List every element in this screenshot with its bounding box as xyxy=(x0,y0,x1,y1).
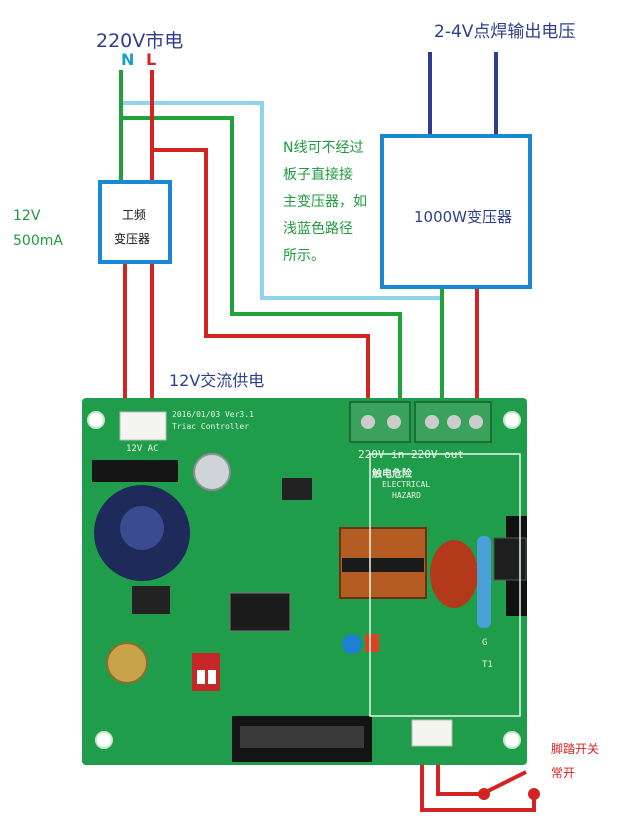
silk-name: Triac Controller xyxy=(172,422,250,431)
note-line-4: 浅蓝色路径 xyxy=(283,221,353,237)
trimmer-pot xyxy=(342,634,362,654)
inductor-bobbin xyxy=(342,558,424,572)
dip-switch-lever xyxy=(208,670,216,684)
spec-voltage-label: 12V xyxy=(13,208,41,224)
neutral-label: N xyxy=(121,50,135,69)
mount-hole-tl xyxy=(87,411,105,429)
silk-12v: 12V AC xyxy=(126,444,159,454)
note-line-1: N线可不经过 xyxy=(283,140,364,156)
terminal-screw xyxy=(361,415,375,429)
pedal-connector xyxy=(411,719,453,747)
silk-220: 220V in 220V out xyxy=(358,448,464,461)
main-transformer-label: 1000W变压器 xyxy=(414,208,513,226)
terminal-screw xyxy=(469,415,483,429)
silk-date: 2016/01/03 Ver3.1 xyxy=(172,410,254,419)
small-transformer-box: 工频 变压器 xyxy=(98,180,172,264)
small-xf-label-1: 工频 xyxy=(122,208,147,222)
terminal-screw xyxy=(447,415,461,429)
silk-g: G xyxy=(482,638,488,648)
pcb-components xyxy=(87,401,527,762)
output-voltage-label: 2-4V点焊输出电压 xyxy=(434,22,576,42)
regulator-ic xyxy=(282,478,312,500)
pedal-switch-label: 脚踏开关 xyxy=(551,742,600,756)
pedal-normally-open-label: 常开 xyxy=(551,766,576,780)
terminal-screw xyxy=(425,415,439,429)
spec-current-label: 500mA xyxy=(13,233,63,249)
live-wire xyxy=(150,70,370,412)
pedal-wire-left xyxy=(420,748,536,812)
note-line-2: 板子直接接 xyxy=(283,167,353,183)
silk-elec: ELECTRICAL xyxy=(382,480,431,489)
live-label: L xyxy=(146,50,157,69)
ribbon-slot xyxy=(240,726,364,748)
silk-danger: 触电危险 xyxy=(372,469,412,480)
small-capacitor-2 xyxy=(106,642,148,684)
triac xyxy=(493,537,527,581)
neutral-wire xyxy=(119,70,402,412)
pedal-contact-b xyxy=(528,788,540,800)
main-transformer-box: 1000W变压器 xyxy=(380,134,532,289)
silk-t1: T1 xyxy=(482,660,493,670)
film-capacitor xyxy=(430,540,478,608)
small-capacitor xyxy=(193,453,231,491)
note-line-3: 主变压器，如 xyxy=(283,194,367,210)
mount-hole-bl xyxy=(95,731,113,749)
rectifier-block xyxy=(92,460,178,482)
capacitor-top xyxy=(120,506,164,550)
ac12-connector xyxy=(119,411,167,441)
note-line-5: 所示。 xyxy=(283,248,325,264)
ac-supply-label: 12V交流供电 xyxy=(169,371,265,390)
red-capacitor xyxy=(365,634,379,652)
mount-hole-tr xyxy=(503,411,521,429)
terminal-screw xyxy=(387,415,401,429)
smd-ic xyxy=(132,586,170,614)
dip-switch-lever xyxy=(197,670,205,684)
power-resistor xyxy=(477,536,491,628)
small-xf-label-2: 变压器 xyxy=(114,232,151,246)
mount-hole-br xyxy=(503,731,521,749)
hazard-zone-outline xyxy=(369,453,521,717)
pedal-switch-lever xyxy=(485,770,527,794)
silk-hazard: HAZARD xyxy=(392,491,421,500)
microcontroller xyxy=(229,592,291,632)
mains-label: 220V市电 xyxy=(96,30,184,52)
controller-pcb: 2016/01/03 Ver3.1 Triac Controller 12V A… xyxy=(82,398,527,765)
